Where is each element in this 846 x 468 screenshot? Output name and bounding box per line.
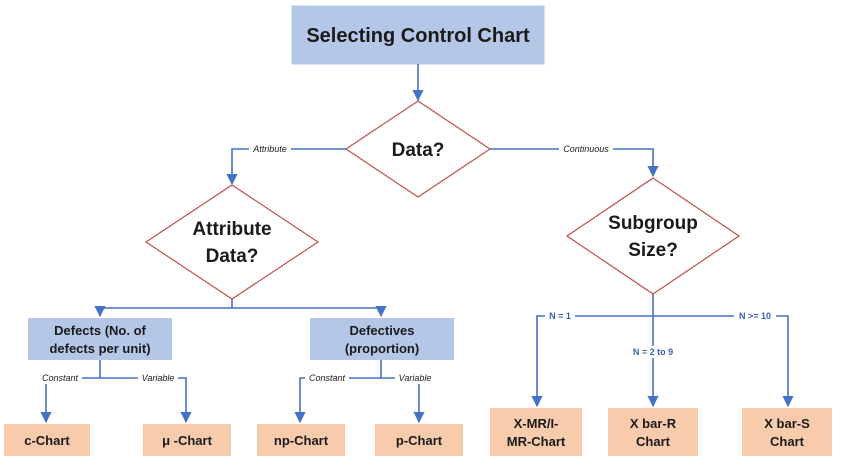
edge-label-n-2-to-9: N = 2 to 9: [633, 347, 673, 357]
edge-label-constant-2: Constant: [309, 373, 346, 383]
chart-xbar-r-line-2: Chart: [636, 434, 671, 449]
edge-attribute-split-right: [232, 305, 387, 318]
chart-xbar-r: X bar-R Chart: [608, 408, 698, 456]
chart-c-label: c-Chart: [24, 433, 70, 448]
edge-attribute: [226, 148, 346, 186]
edge-n-eq-1: [531, 315, 653, 408]
edge-constant-2: [294, 377, 381, 424]
chart-xbar-s: X bar-S Chart: [742, 408, 832, 456]
decision-attribute-data: Attribute Data?: [144, 184, 320, 300]
edge-n-ge-10: [653, 315, 794, 408]
chart-np: np-Chart: [257, 424, 345, 456]
decision-subgroup-size: Subgroup Size?: [565, 177, 741, 295]
chart-xmr-line-2: MR-Chart: [507, 434, 566, 449]
chart-xmr: X-MR/I- MR-Chart: [490, 408, 582, 456]
edge-label-n-ge-10: N >= 10: [739, 311, 771, 321]
edge-attribute-split: [94, 299, 233, 318]
chart-u: μ -Chart: [143, 424, 231, 456]
chart-u-label: μ -Chart: [162, 433, 213, 448]
box-defectives-line-2: (proportion): [345, 341, 419, 356]
edge-label-continuous: Continuous: [563, 144, 609, 154]
decision-subgroup-line-2: Size?: [628, 240, 678, 261]
edge-label-variable-1: Variable: [142, 373, 175, 383]
decision-data: Data?: [344, 100, 492, 198]
edge-label-constant-1: Constant: [42, 373, 79, 383]
edge-label-variable-2: Variable: [399, 373, 432, 383]
decision-data-label: Data?: [392, 140, 445, 161]
box-defects: Defects (No. of defects per unit): [28, 318, 172, 360]
edge-continuous: [490, 148, 659, 178]
decision-attribute-line-1: Attribute: [192, 219, 271, 240]
page-title: Selecting Control Chart: [306, 25, 530, 47]
box-defectives-line-1: Defectives: [349, 323, 414, 338]
decision-attribute-line-2: Data?: [206, 246, 259, 267]
chart-xbar-s-line-2: Chart: [770, 434, 805, 449]
box-defects-line-2: defects per unit): [49, 341, 150, 356]
chart-xbar-s-line-1: X bar-S: [764, 416, 810, 431]
edge-labels: Attribute Continuous Constant Variable C…: [38, 143, 776, 384]
edge-label-n-eq-1: N = 1: [549, 311, 571, 321]
chart-c: c-Chart: [4, 424, 90, 456]
title-box: Selecting Control Chart: [291, 5, 545, 65]
chart-p: p-Chart: [375, 424, 463, 456]
edges: [40, 64, 794, 424]
edge-constant-1: [40, 377, 100, 424]
chart-xbar-r-line-1: X bar-R: [630, 416, 677, 431]
chart-xmr-line-1: X-MR/I-: [514, 416, 559, 431]
chart-p-label: p-Chart: [396, 433, 443, 448]
box-defectives: Defectives (proportion): [310, 318, 454, 360]
decision-subgroup-line-1: Subgroup: [608, 213, 698, 234]
edge-variable-2: [381, 377, 425, 424]
chart-np-label: np-Chart: [274, 433, 329, 448]
edge-variable-1: [100, 377, 192, 424]
box-defects-line-1: Defects (No. of: [54, 323, 146, 338]
edge-label-attribute: Attribute: [252, 144, 287, 154]
